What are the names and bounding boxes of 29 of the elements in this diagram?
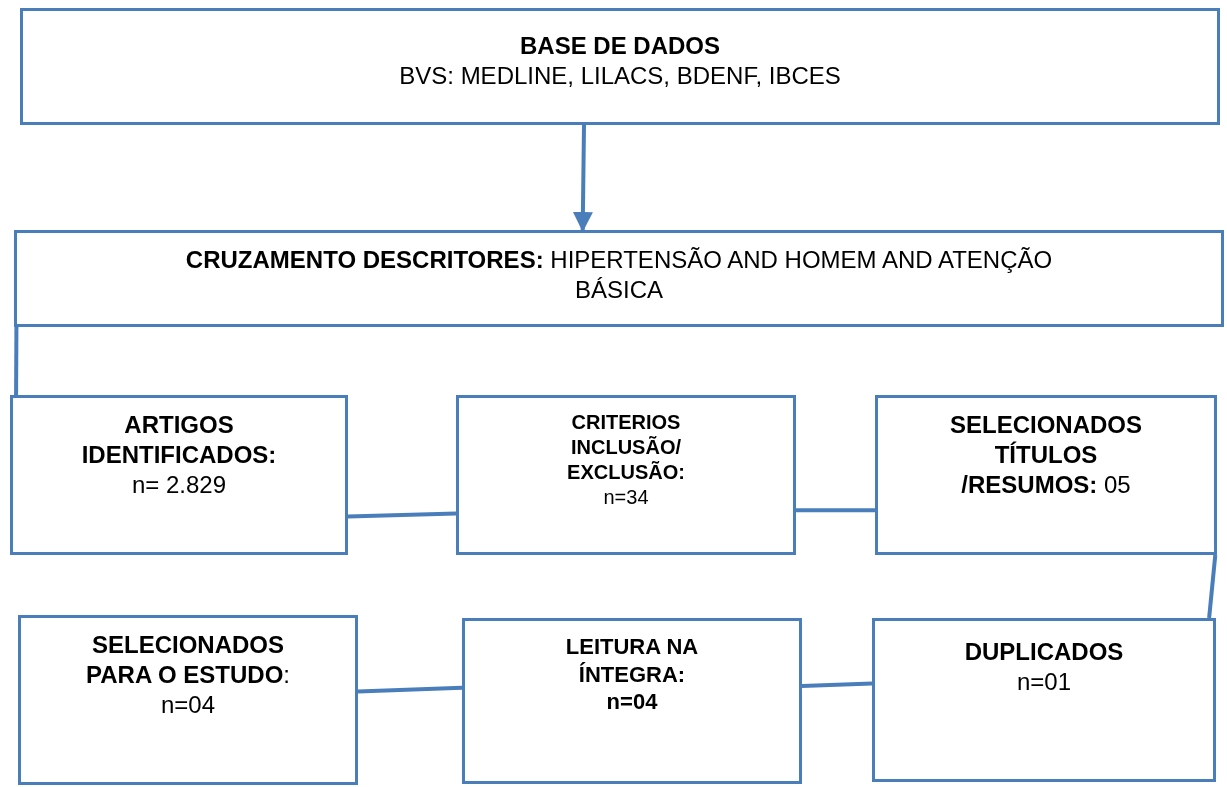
process-box bbox=[875, 395, 1217, 555]
box-value: n=04 bbox=[606, 688, 658, 716]
connector-line bbox=[801, 681, 873, 689]
box-heading: CRUZAMENTO DESCRITORES: HIPERTENSÃO AND HOMEM AND ATENÇÃO BÁSICA bbox=[184, 245, 1054, 305]
box-value: n=34 bbox=[603, 485, 649, 510]
process-box bbox=[462, 618, 802, 784]
box-value: n=01 bbox=[1016, 667, 1072, 697]
process-box bbox=[14, 230, 1224, 327]
box-heading: DUPLICADOS bbox=[964, 637, 1124, 667]
connector-line bbox=[796, 508, 875, 513]
connector-line bbox=[357, 685, 463, 694]
box-value: n= 2.829 bbox=[131, 470, 227, 500]
box-heading: SELECIONADOS PARA O ESTUDO: bbox=[85, 630, 291, 690]
process-box bbox=[18, 615, 358, 785]
box-heading: CRITERIOS INCLUSÃO/ EXCLUSÃO: bbox=[566, 410, 686, 485]
process-box bbox=[10, 395, 348, 555]
process-box bbox=[872, 618, 1216, 782]
box-heading: BASE DE DADOS bbox=[520, 31, 720, 61]
box-value: BVS: MEDLINE, LILACS, BDENF, IBCES bbox=[399, 61, 841, 91]
box-heading: SELECIONADOS TÍTULOS /RESUMOS: 05 bbox=[949, 410, 1143, 500]
box-heading: ARTIGOS IDENTIFICADOS: bbox=[80, 410, 278, 470]
box-heading: LEITURA NA ÍNTEGRA: bbox=[564, 633, 700, 688]
connector-line bbox=[347, 511, 457, 519]
connector-line bbox=[1207, 554, 1218, 619]
connector-line bbox=[14, 327, 19, 395]
process-box bbox=[20, 8, 1220, 125]
arrow bbox=[572, 124, 593, 232]
box-value: n=04 bbox=[160, 690, 216, 720]
process-box bbox=[456, 395, 796, 555]
